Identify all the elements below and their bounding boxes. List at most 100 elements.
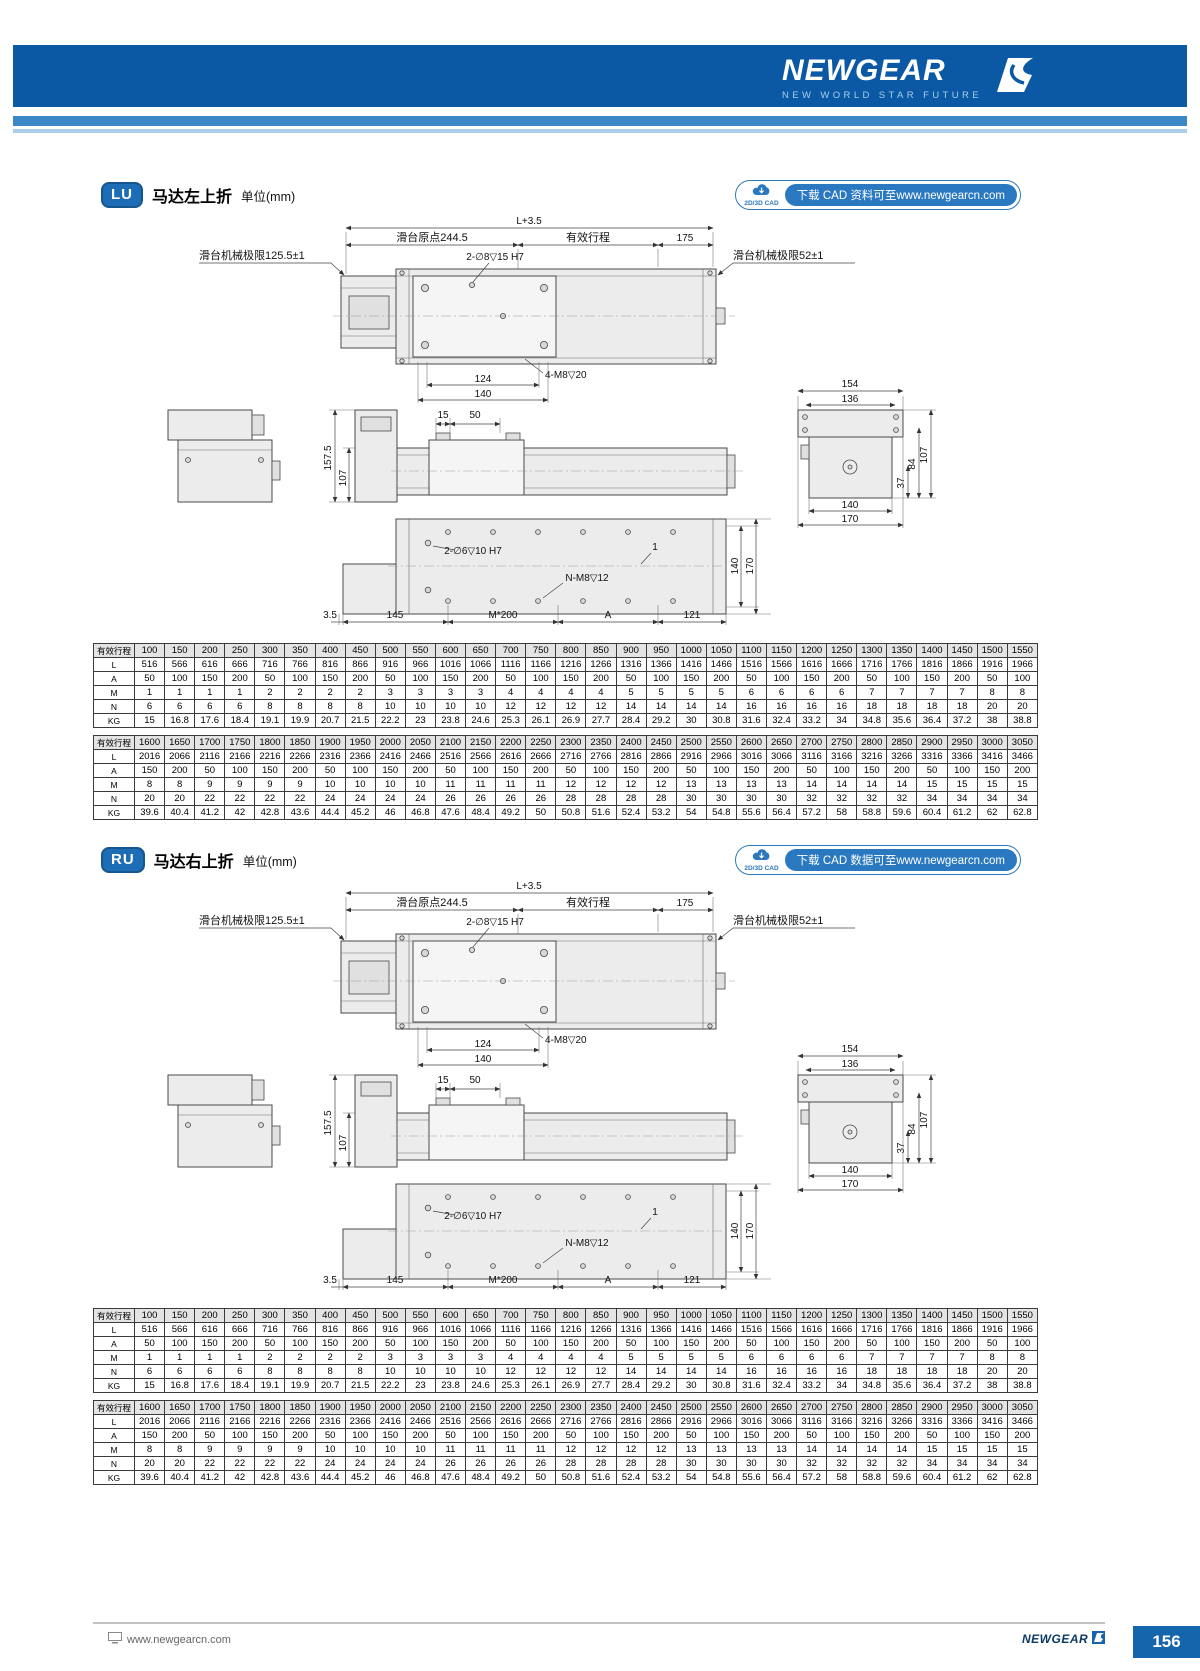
dim-136: 136 bbox=[842, 394, 859, 405]
spec-cell: 49.2 bbox=[495, 1470, 527, 1485]
spec-cell: 1 bbox=[194, 1350, 226, 1365]
dim-140: 140 bbox=[730, 1222, 741, 1239]
spec-cell: 100 bbox=[164, 1336, 196, 1351]
spec-cell: 666 bbox=[224, 657, 256, 672]
spec-cell: 42.8 bbox=[254, 805, 286, 820]
spec-cell: 1716 bbox=[856, 1322, 888, 1337]
spec-cell: 50 bbox=[796, 1428, 828, 1443]
spec-cell: 1666 bbox=[826, 657, 858, 672]
spec-cell: 34 bbox=[946, 791, 978, 806]
spec-cell: 6 bbox=[224, 699, 256, 714]
spec-cell: 5 bbox=[705, 1350, 737, 1365]
spec-cell: 516 bbox=[133, 1322, 166, 1337]
spec-cell: 100 bbox=[284, 1336, 316, 1351]
spec-cell: 1250 bbox=[826, 1308, 858, 1323]
spec-cell: 59.6 bbox=[886, 1470, 918, 1485]
dim-limit-left: 滑台机械极限125.5±1 bbox=[199, 248, 305, 262]
spec-cell: 2616 bbox=[495, 749, 527, 764]
spec-cell: 41.2 bbox=[194, 1470, 226, 1485]
spec-cell: 2766 bbox=[585, 1414, 617, 1429]
spec-cell: 13 bbox=[675, 1442, 707, 1457]
spec-cell: 200 bbox=[765, 1428, 798, 1443]
spec-cell: 1650 bbox=[164, 735, 196, 750]
dim-3-5: 3.5 bbox=[323, 1275, 337, 1286]
spec-cell: 1766 bbox=[886, 1322, 918, 1337]
spec-cell: 100 bbox=[765, 1336, 798, 1351]
spec-cell: 7 bbox=[916, 1350, 948, 1365]
spec-cell: 14 bbox=[796, 1442, 828, 1457]
spec-cell: 8 bbox=[133, 777, 166, 792]
spec-cell: 60.4 bbox=[916, 805, 948, 820]
spec-cell: 3066 bbox=[765, 1414, 798, 1429]
spec-cell: 14 bbox=[796, 777, 828, 792]
spec-cell: 100 bbox=[465, 1428, 497, 1443]
spec-cell: 28 bbox=[555, 791, 587, 806]
spec-cell: 700 bbox=[495, 1308, 527, 1323]
row-label: KG bbox=[93, 1378, 135, 1393]
spec-cell: 24 bbox=[344, 791, 376, 806]
spec-cell: 12 bbox=[585, 1364, 617, 1379]
spec-cell: 15 bbox=[976, 777, 1008, 792]
spec-cell: 15 bbox=[976, 1442, 1008, 1457]
spec-cell: 200 bbox=[886, 763, 918, 778]
spec-cell: 26.1 bbox=[525, 1378, 557, 1393]
spec-cell: 30 bbox=[765, 791, 798, 806]
spec-cell: 6 bbox=[133, 699, 166, 714]
spec-cell: 50 bbox=[525, 1470, 557, 1485]
spec-cell: 2050 bbox=[404, 735, 436, 750]
spec-cell: 13 bbox=[765, 1442, 798, 1457]
row-label: A bbox=[93, 671, 135, 686]
spec-cell: 16 bbox=[765, 699, 798, 714]
spec-cell: 38.8 bbox=[1006, 1378, 1039, 1393]
technical-drawing: L+3.5 滑台原点244.5 有效行程 175 滑台机械极限125.5±1 滑… bbox=[167, 881, 936, 1290]
spec-cell: 51.6 bbox=[585, 1470, 617, 1485]
spec-cell: 2650 bbox=[765, 1400, 798, 1415]
spec-cell: 1716 bbox=[856, 657, 888, 672]
spec-cell: 24.6 bbox=[465, 713, 497, 728]
spec-cell: 23 bbox=[404, 713, 436, 728]
spec-cell: 20 bbox=[133, 1456, 166, 1471]
spec-cell: 5 bbox=[615, 685, 647, 700]
spec-cell: 50 bbox=[254, 671, 286, 686]
spec-cell: 15 bbox=[946, 1442, 978, 1457]
spec-cell: 61.2 bbox=[946, 1470, 978, 1485]
spec-cell: 2 bbox=[284, 1350, 316, 1365]
spec-cell: 8 bbox=[164, 777, 196, 792]
side-view: 157.5 107 15 50 bbox=[323, 1074, 743, 1168]
spec-cell: 150 bbox=[796, 671, 828, 686]
spec-cell: 150 bbox=[796, 1336, 828, 1351]
spec-cell: 22 bbox=[224, 791, 256, 806]
spec-cell: 150 bbox=[675, 671, 707, 686]
spec-cell: 22 bbox=[224, 1456, 256, 1471]
spec-cell: 3000 bbox=[976, 735, 1008, 750]
spec-cell: 966 bbox=[404, 657, 436, 672]
dim-170: 170 bbox=[745, 557, 756, 574]
spec-cell: 14 bbox=[826, 1442, 858, 1457]
spec-cell: 550 bbox=[404, 1308, 436, 1323]
spec-cell: 6 bbox=[735, 1350, 767, 1365]
spec-cell: 50 bbox=[615, 1336, 647, 1351]
cad-download-button[interactable]: 2D/3D CAD 下载 CAD 资料可至www.newgearcn.com bbox=[735, 179, 1021, 211]
spec-cell: 13 bbox=[705, 777, 737, 792]
spec-cell: 1366 bbox=[645, 1322, 677, 1337]
spec-cell: 12 bbox=[495, 699, 527, 714]
spec-cell: 24 bbox=[314, 1456, 346, 1471]
cad-download-button[interactable]: 2D/3D CAD 下载 CAD 数据可至www.newgearcn.com bbox=[735, 844, 1021, 876]
spec-cell: 250 bbox=[224, 643, 256, 658]
spec-cell: 12 bbox=[645, 1442, 677, 1457]
spec-cell: 1116 bbox=[495, 1322, 527, 1337]
spec-cell: 26 bbox=[434, 1456, 467, 1471]
spec-cell: 31.6 bbox=[735, 1378, 767, 1393]
spec-cell: 1050 bbox=[705, 643, 737, 658]
spec-cell: 1 bbox=[133, 1350, 166, 1365]
spec-cell: 150 bbox=[133, 763, 166, 778]
spec-cell: 47.6 bbox=[434, 805, 467, 820]
spec-cell: 20 bbox=[164, 791, 196, 806]
spec-cell: 1250 bbox=[826, 643, 858, 658]
spec-cell: 3316 bbox=[916, 1414, 948, 1429]
spec-cell: 14 bbox=[645, 1364, 677, 1379]
spec-cell: 1416 bbox=[675, 1322, 707, 1337]
spec-cell: 39.6 bbox=[133, 1470, 166, 1485]
spec-cell: 46.8 bbox=[404, 805, 436, 820]
dim-175: 175 bbox=[677, 233, 694, 244]
